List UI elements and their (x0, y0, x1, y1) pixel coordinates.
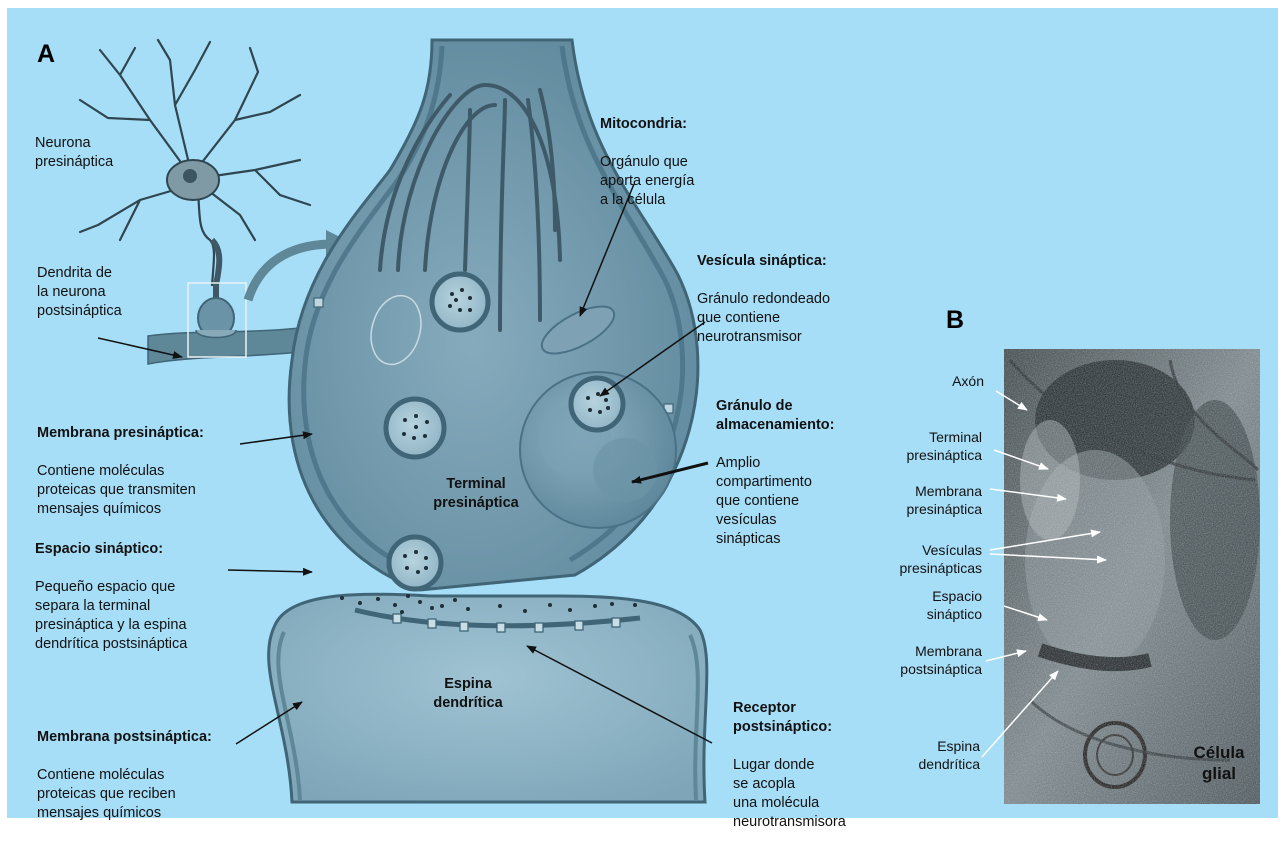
receptor-title: Receptor postsináptico: (733, 699, 846, 737)
granulo-body: Amplio compartimento que contiene vesícu… (716, 454, 834, 549)
neuron-nucleus (183, 169, 197, 183)
label-espacio-sinaptico: Espacio sináptico: Pequeño espacio que s… (35, 521, 187, 673)
label-espina-dendritica: Espina dendrítica (408, 675, 528, 713)
granulo-title: Gránulo de almacenamiento: (716, 397, 834, 435)
em-micrograph (1004, 349, 1260, 804)
label-membrana-presinaptica: Membrana presináptica: Contiene molécula… (37, 405, 204, 538)
label-receptor-postsinaptico: Receptor postsináptico: Lugar donde se a… (733, 680, 846, 851)
espacio-body: Pequeño espacio que separa la terminal p… (35, 578, 187, 654)
panel-b-letter: B (946, 306, 964, 335)
espacio-title: Espacio sináptico: (35, 540, 187, 559)
em-label-axon: Axón (900, 372, 984, 390)
receptor-body: Lugar donde se acopla una molécula neuro… (733, 756, 846, 832)
em-label-membrana-post: Membrana postsináptica (870, 642, 982, 678)
label-membrana-postsinaptica: Membrana postsináptica: Contiene molécul… (37, 709, 212, 842)
em-label-membrana-pre: Membrana presináptica (880, 482, 982, 518)
label-granulo-almacenamiento: Gránulo de almacenamiento: Amplio compar… (716, 378, 834, 568)
label-vesicula-sinaptica: Vesícula sináptica: Gránulo redondeado q… (697, 233, 830, 366)
vesicula-title: Vesícula sináptica: (697, 252, 830, 271)
mitocondria-body: Orgánulo que aporta energía a la célula (600, 153, 694, 210)
membrana-pre-body: Contiene moléculas proteicas que transmi… (37, 462, 204, 519)
label-terminal-presinaptica: Terminal presináptica (416, 475, 536, 513)
mitocondria-title: Mitocondria: (600, 115, 694, 134)
em-label-vesiculas: Vesículas presinápticas (870, 541, 982, 577)
em-label-terminal: Terminal presináptica (880, 428, 982, 464)
panel-a-letter: A (37, 40, 55, 69)
em-label-espacio: Espacio sináptico (880, 587, 982, 623)
membrana-pre-title: Membrana presináptica: (37, 424, 204, 443)
vesicula-body: Gránulo redondeado que contiene neurotra… (697, 290, 830, 347)
membrana-post-body: Contiene moléculas proteicas que reciben… (37, 766, 212, 823)
label-neurona-presinaptica: Neurona presináptica (35, 134, 113, 172)
label-mitocondria: Mitocondria: Orgánulo que aporta energía… (600, 96, 694, 229)
em-label-celula-glial: Célula glial (1178, 742, 1260, 784)
label-dendrita: Dendrita de la neurona postsináptica (37, 264, 122, 321)
membrana-post-title: Membrana postsináptica: (37, 728, 212, 747)
em-label-espina: Espina dendrítica (880, 737, 980, 773)
